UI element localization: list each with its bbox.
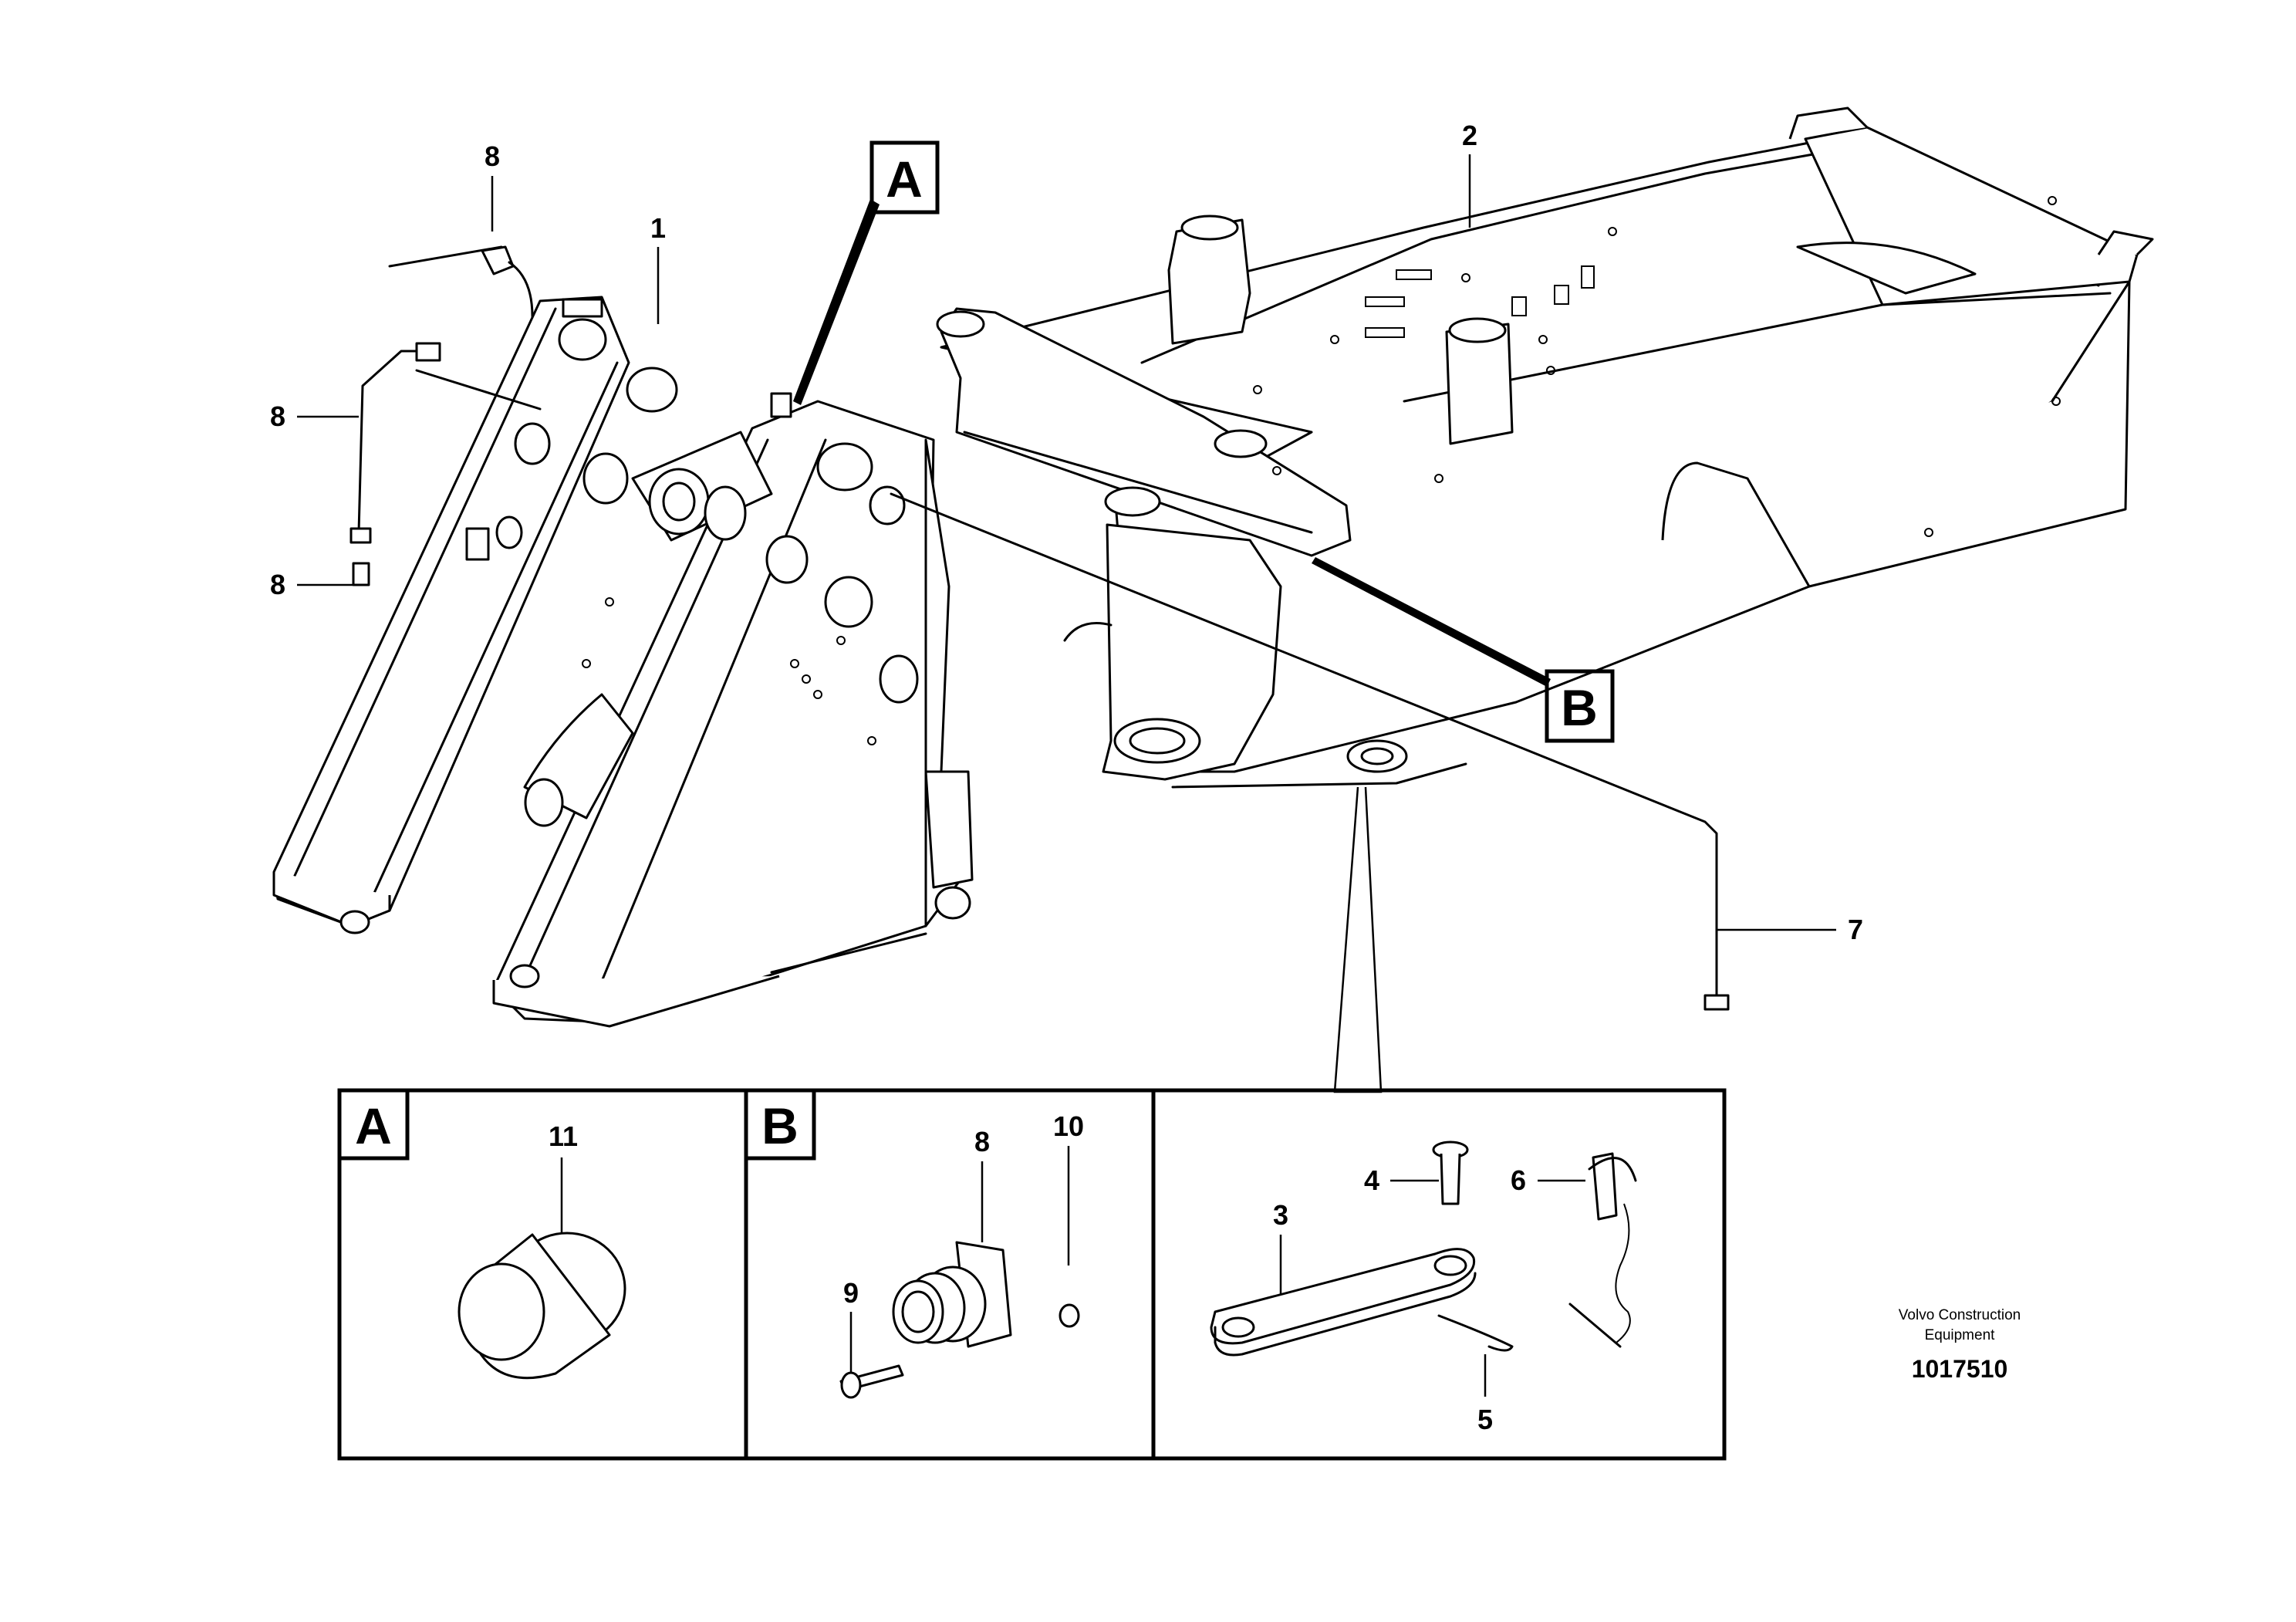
callout-1: 1	[650, 212, 666, 244]
rear-frame-drawing	[936, 106, 2154, 789]
detail-b-fitting-drawing	[839, 1241, 1080, 1399]
front-frame-drawing	[272, 296, 974, 1028]
callout-8-left-upper: 8	[270, 400, 285, 432]
view-marker-b: B	[1561, 679, 1598, 736]
credit-line-1: Volvo Construction	[1899, 1307, 2021, 1323]
callout-11: 11	[549, 1120, 578, 1152]
detail-a-label: A	[355, 1097, 392, 1154]
callout-5: 5	[1477, 1404, 1493, 1435]
callout-2: 2	[1462, 120, 1477, 151]
drawing-number: 1017510	[1912, 1355, 2008, 1383]
callout-3: 3	[1273, 1199, 1288, 1231]
callout-10: 10	[1053, 1110, 1084, 1142]
detail-a-cap-drawing	[458, 1232, 626, 1380]
view-marker-a: A	[886, 150, 923, 208]
callout-8-detail-b: 8	[974, 1126, 990, 1157]
callout-9: 9	[843, 1277, 859, 1309]
detail-frames	[337, 140, 1727, 1461]
detail-b-label: B	[761, 1097, 799, 1154]
callout-4: 4	[1364, 1164, 1379, 1196]
callout-8-left-lower: 8	[270, 569, 285, 600]
callout-8-top: 8	[485, 140, 500, 172]
callout-6: 6	[1511, 1164, 1526, 1196]
pipe-and-fittings-drawing	[349, 245, 1730, 1011]
callout-7: 7	[1848, 914, 1863, 945]
leader-lines	[297, 154, 1836, 1397]
detail-link-drawing	[1210, 1140, 1637, 1357]
credit-line-2: Equipment	[1925, 1327, 1996, 1343]
